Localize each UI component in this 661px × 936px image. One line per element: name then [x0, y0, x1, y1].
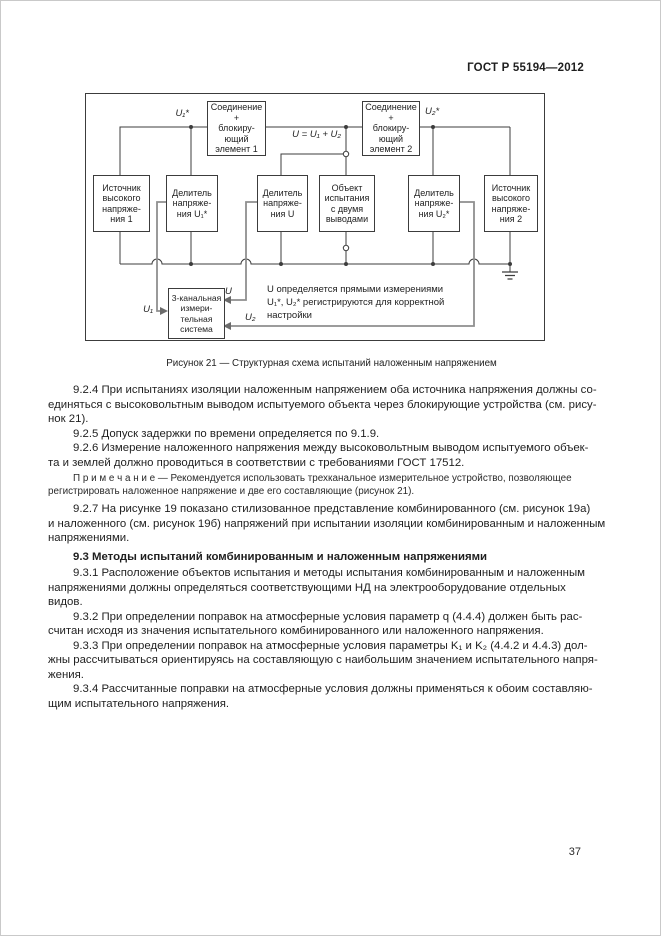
box-high-voltage-source-1: Источник высокого напряже- ния 1: [93, 175, 150, 232]
heading-9-3: 9.3 Методы испытаний комбинированным и н…: [73, 550, 488, 563]
paragraph-9-2-6: 9.2.6 Измерение наложенного напряжения м…: [48, 442, 589, 469]
box-connection-blocking-element-2: Соединение + блокиру- ющий элемент 2: [362, 101, 420, 156]
earth-bus: [120, 258, 510, 265]
label-u: U: [225, 286, 232, 297]
box-test-object: Объект испытания с двумя выводами: [319, 175, 375, 232]
box-voltage-divider-u1: Делитель напряже- ния U₁*: [166, 175, 218, 232]
box-connection-blocking-element-1: Соединение + блокиру- ющий элемент 1: [207, 101, 266, 156]
measuring-wires: [156, 201, 475, 327]
figure-21-diagram: Соединение + блокиру- ющий элемент 1 Сое…: [85, 93, 546, 342]
label-voltage-sum-formula: U = U₁ + U₂: [292, 129, 341, 140]
paragraph-9-3-2: 9.3.2 При определении поправок на атмосф…: [48, 610, 583, 638]
junction-dots: [189, 125, 512, 266]
document-header: ГОСТ Р 55194—2012: [467, 62, 584, 74]
label-u2: U₂: [245, 312, 256, 323]
paragraph-9-2-7: 9.2.7 На рисунке 19 показано стилизованн…: [48, 503, 606, 544]
body-text: 9.2.4 При испытаниях изоляции наложенным…: [48, 383, 615, 711]
object-terminals: [342, 150, 350, 252]
box-voltage-divider-u: Делитель напряже- ния U: [257, 175, 308, 232]
label-u2-star: U₂*: [425, 106, 440, 117]
ground-icon: [502, 271, 518, 280]
label-u1: U₁: [143, 304, 153, 315]
figure-frame: [85, 93, 545, 341]
arrow-u: [223, 296, 231, 304]
label-u1-star: U₁*: [175, 108, 189, 119]
arrow-u2: [223, 322, 231, 330]
figure-inner-note: U определяется прямыми измерениями U₁*, …: [267, 284, 445, 321]
box-high-voltage-source-2: Источник высокого напряже- ния 2: [484, 175, 538, 232]
arrow-u1: [160, 307, 168, 315]
paragraph-9-2-5: 9.2.5 Допуск задержки по времени определ…: [73, 427, 380, 440]
paragraph-9-3-1: 9.3.1 Расположение объектов испытания и …: [48, 567, 585, 608]
paragraph-9-2-4: 9.2.4 При испытаниях изоляции наложенным…: [48, 384, 597, 425]
paragraph-9-3-4: 9.3.4 Рассчитанные поправки на атмосферн…: [48, 683, 593, 710]
figure-caption: Рисунок 21 — Структурная схема испытаний…: [166, 358, 497, 369]
arrowheads: [160, 296, 231, 330]
page-number: 37: [568, 846, 581, 858]
box-3-channel-measuring-system: 3-канальная измери- тельная система: [168, 288, 225, 339]
box-voltage-divider-u2: Делитель напряже- ния U₂*: [408, 175, 460, 232]
wire-u: [230, 201, 257, 301]
paragraph-9-3-3: 9.3.3 При определении поправок на атмосф…: [48, 639, 598, 681]
wire-u2: [230, 201, 475, 327]
circuit-lines: [85, 93, 545, 341]
wire-u1: [156, 201, 166, 312]
note-paragraph: П р и м е ч а н и е — Рекомендуется испо…: [48, 473, 572, 497]
